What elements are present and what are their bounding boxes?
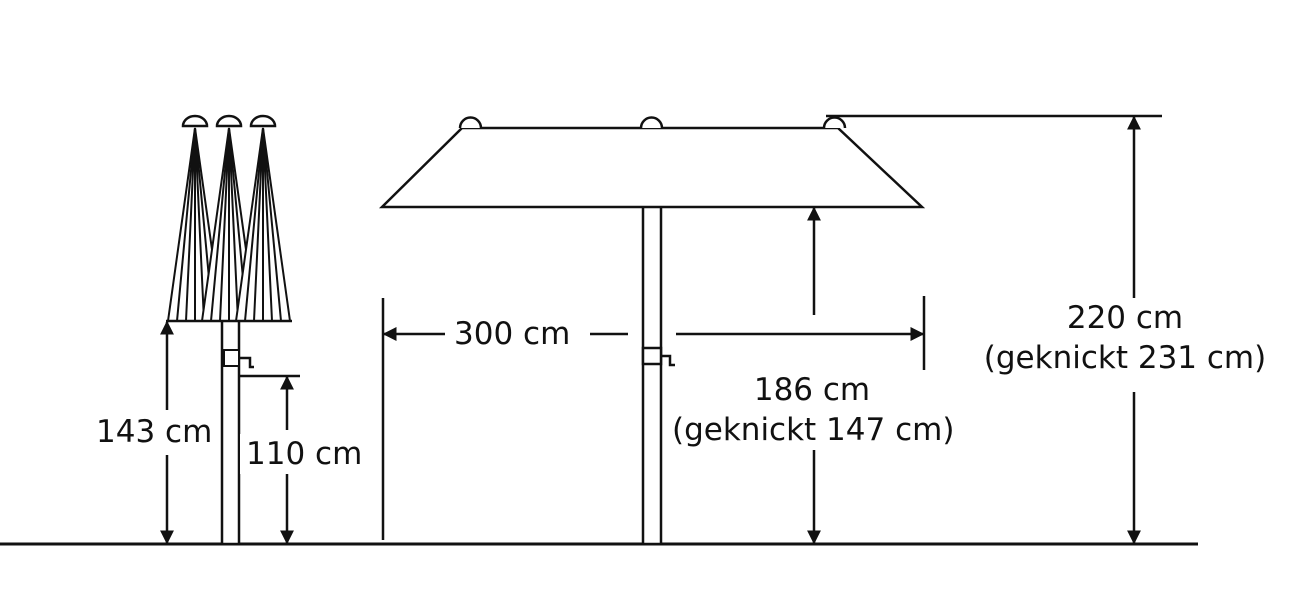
- open-umbrella-canopy: [378, 126, 926, 209]
- open-umbrella: [378, 116, 926, 546]
- clearance-label: 186 cm (geknickt 147 cm): [672, 370, 955, 450]
- folded-canopy: [166, 127, 292, 323]
- width-label: 300 cm: [448, 314, 577, 354]
- total-height-label-line2: (geknickt 231 cm): [983, 340, 1267, 376]
- clearance-label-line2: (geknickt 147 cm): [672, 412, 955, 448]
- open-umbrella-crank: [641, 346, 663, 366]
- closed-umbrella: [166, 114, 292, 546]
- folded-canopy-caps: [181, 114, 277, 128]
- total-height-label-line1: 220 cm: [1066, 300, 1184, 336]
- open-umbrella-pole: [641, 204, 663, 546]
- crank-height-label: 110 cm: [240, 434, 369, 474]
- closed-height-label: 143 cm: [90, 412, 219, 452]
- clearance-label-line1: 186 cm: [753, 372, 871, 408]
- total-height-label: 220 cm (geknickt 231 cm): [980, 298, 1270, 378]
- closed-umbrella-crank: [223, 349, 240, 367]
